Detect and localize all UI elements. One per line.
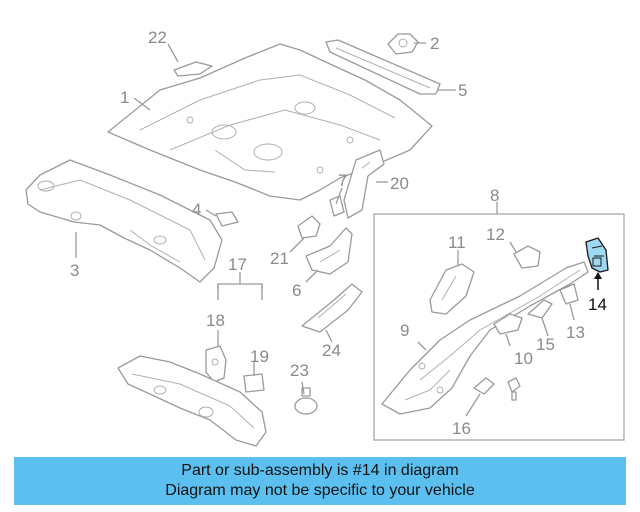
part-12-bracket[interactable]: [513, 245, 541, 269]
callout-21: 21: [270, 249, 289, 268]
callout-20: 20: [390, 174, 409, 193]
part-7-bracket[interactable]: [329, 195, 345, 217]
part-16-clips[interactable]: [473, 377, 521, 401]
callout-19: 19: [250, 347, 269, 366]
part-4-bracket[interactable]: [215, 211, 239, 227]
part-1-floor-pan[interactable]: [107, 43, 433, 201]
part-19-bracket[interactable]: [243, 373, 265, 393]
callout-16: 16: [452, 419, 471, 438]
part-13-bracket[interactable]: [559, 283, 579, 305]
part-3-crossmember[interactable]: [25, 159, 223, 283]
callout-2: 2: [430, 34, 439, 53]
callout-14: 14: [588, 295, 607, 314]
part-9-side-frame[interactable]: [381, 261, 589, 415]
part-10-bracket[interactable]: [493, 313, 523, 335]
callout-18: 18: [206, 311, 225, 330]
info-banner: Part or sub-assembly is #14 in diagram D…: [14, 457, 626, 505]
callout-13: 13: [566, 323, 585, 342]
part-5-strip[interactable]: [325, 39, 441, 95]
callout-1: 1: [120, 88, 129, 107]
part-2-bracket[interactable]: [387, 33, 419, 55]
callout-17: 17: [228, 255, 247, 274]
callout-24: 24: [322, 341, 341, 360]
part-20-bracket[interactable]: [343, 149, 385, 219]
banner-line-2: Diagram may not be specific to your vehi…: [165, 482, 475, 499]
group-box-part-8: [373, 213, 625, 441]
callout-15: 15: [536, 335, 555, 354]
banner-line-1: Part or sub-assembly is #14 in diagram: [181, 462, 459, 479]
callout-3: 3: [70, 261, 79, 280]
callout-6: 6: [292, 281, 301, 300]
callout-23: 23: [290, 361, 309, 380]
callout-5: 5: [458, 81, 467, 100]
leader-lines: [75, 42, 575, 417]
callout-8: 8: [490, 186, 499, 205]
part-21-bracket[interactable]: [297, 215, 321, 239]
part-6-reinforcement[interactable]: [305, 227, 353, 275]
part-15-bracket[interactable]: [527, 299, 553, 319]
callout-7: 7: [338, 171, 347, 190]
part-11-bracket[interactable]: [429, 263, 475, 315]
callout-4: 4: [192, 200, 201, 219]
callout-22: 22: [148, 28, 167, 47]
part-14-highlighted[interactable]: [585, 237, 609, 273]
callout-9: 9: [400, 321, 409, 340]
part-24-bracket[interactable]: [301, 283, 363, 333]
callout-10: 10: [514, 349, 533, 368]
part-22-plate[interactable]: [173, 61, 213, 77]
callout-11: 11: [448, 233, 466, 252]
part-14-arrow: [594, 272, 602, 290]
callout-12: 12: [486, 225, 505, 244]
part-17-crossmember[interactable]: [117, 355, 267, 447]
part-18-bracket[interactable]: [205, 345, 227, 383]
part-23-plug[interactable]: [294, 387, 318, 415]
